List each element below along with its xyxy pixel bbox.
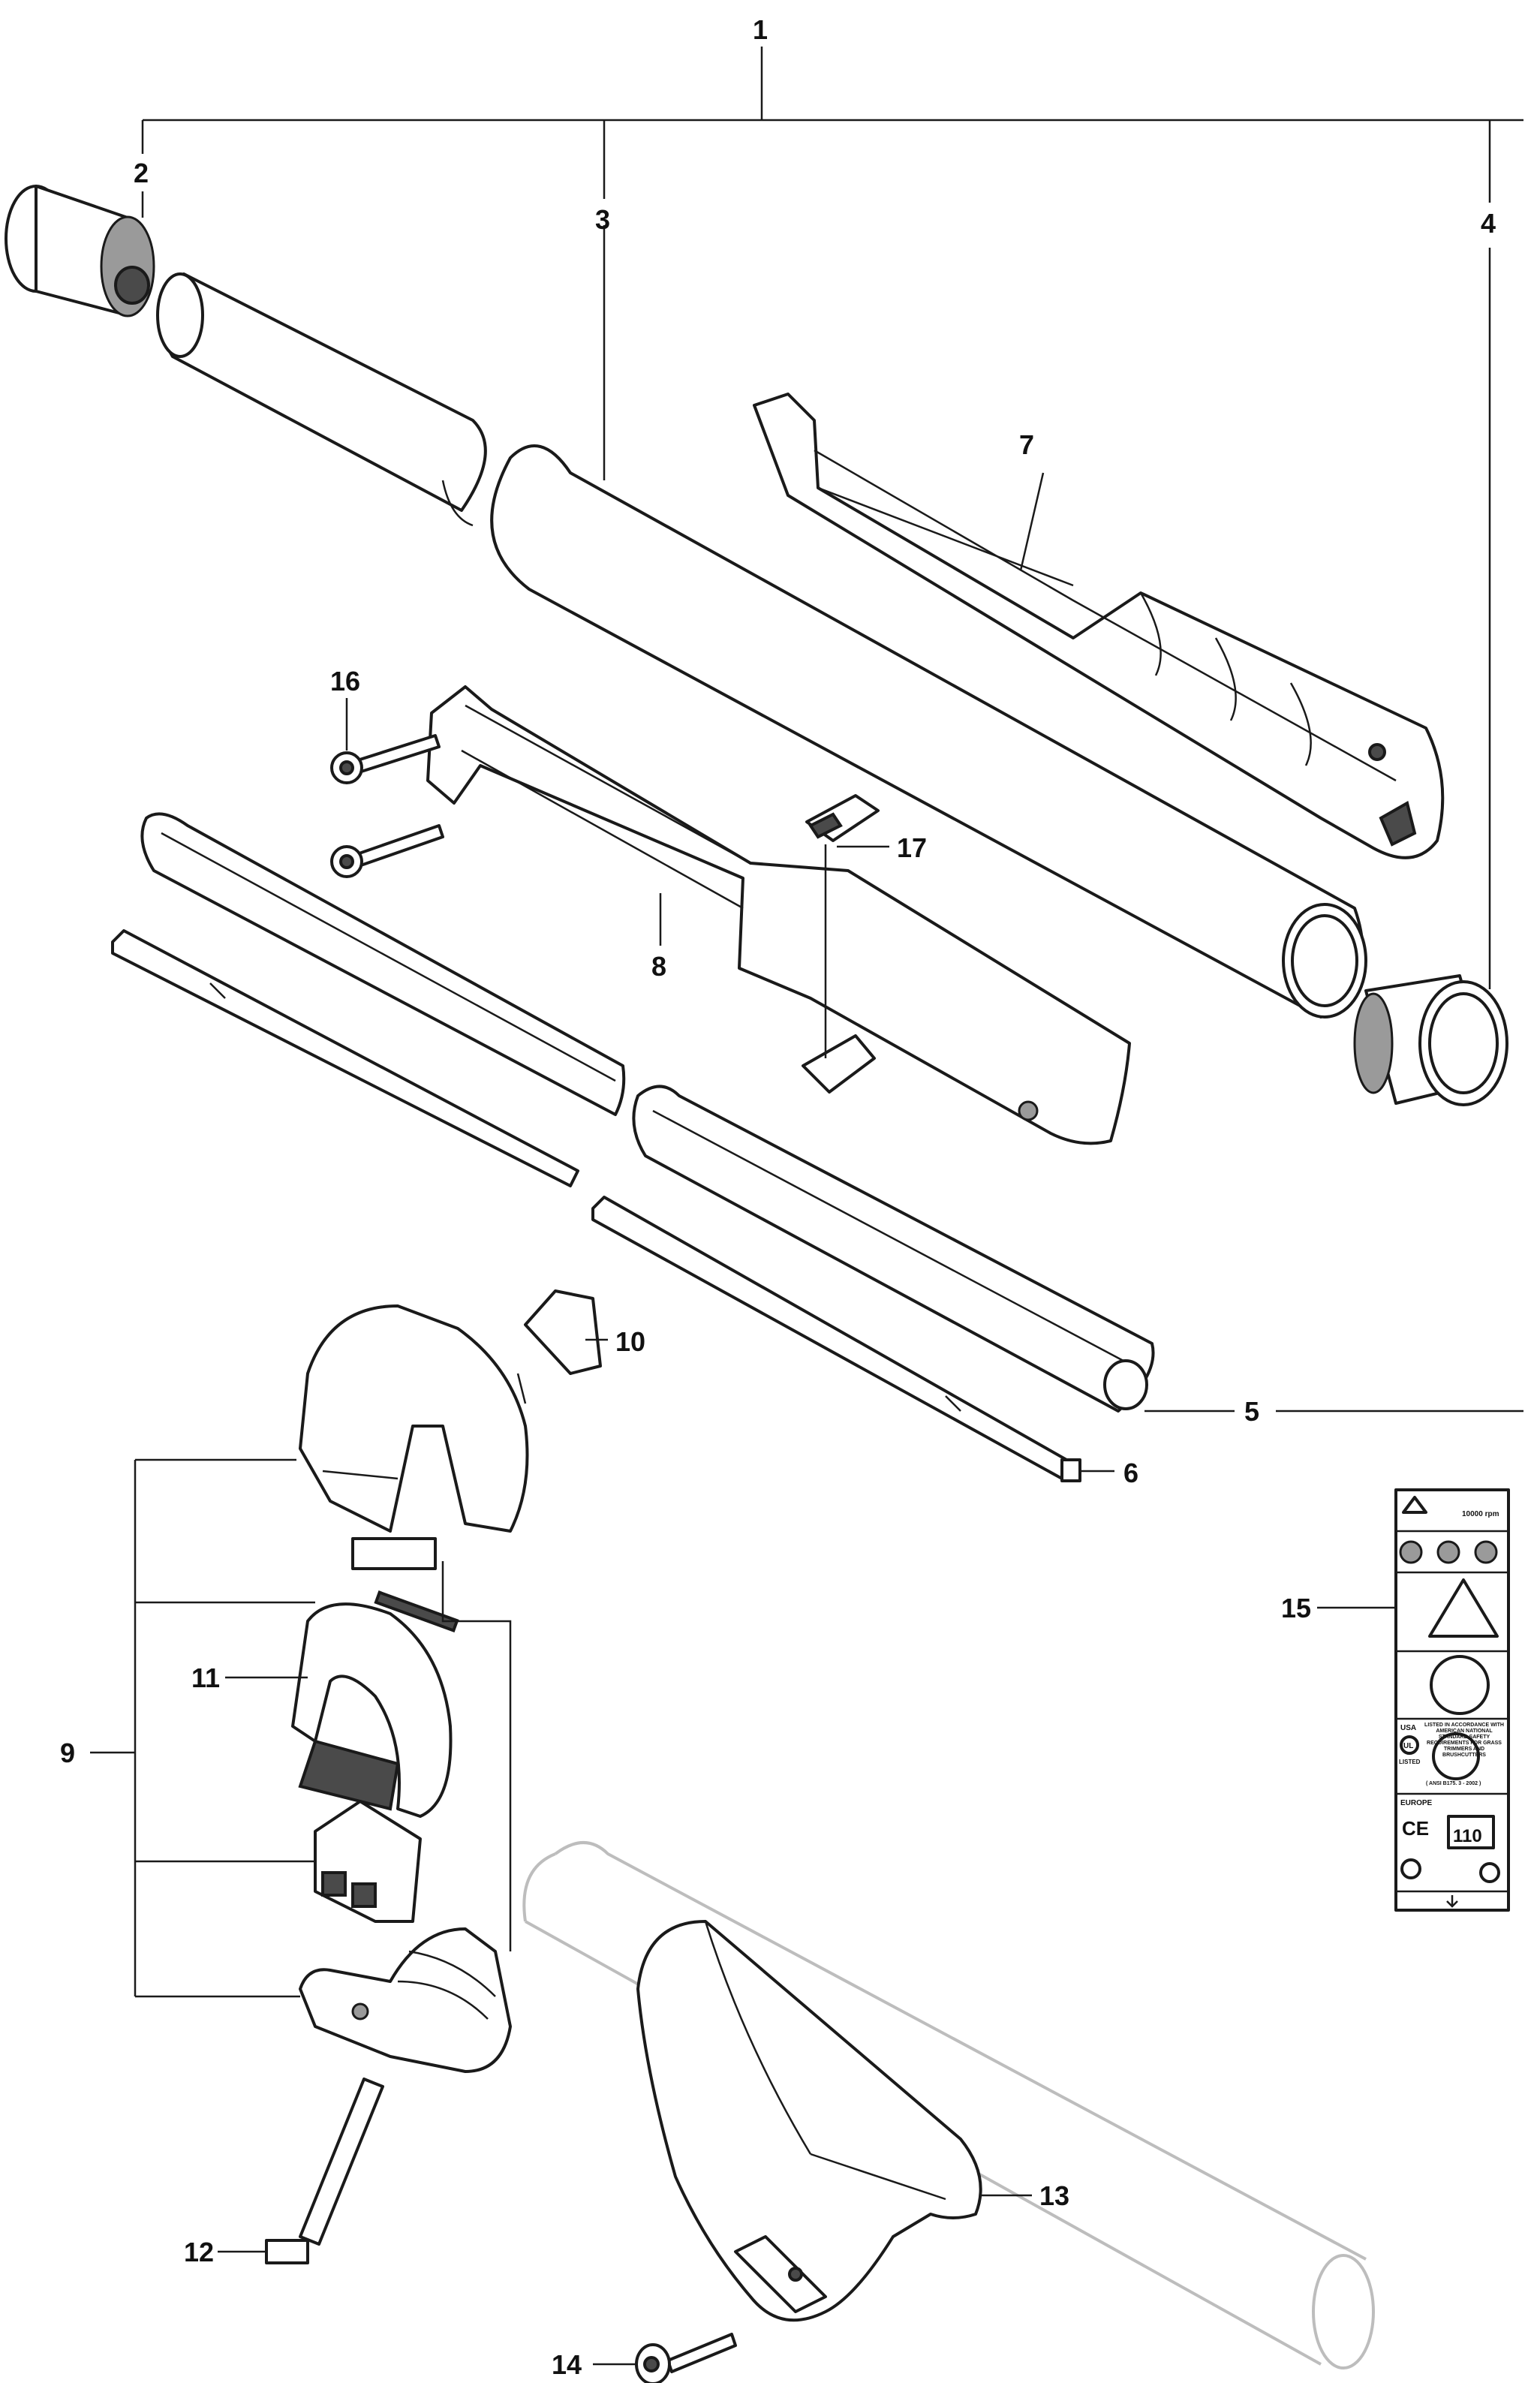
- decal-usa: USA: [1400, 1724, 1416, 1732]
- decal-europe: EUROPE: [1400, 1799, 1433, 1807]
- part-13-barrier: [636, 1920, 1032, 2322]
- callout-14: 14: [552, 2349, 582, 2380]
- callout-9: 9: [60, 1738, 75, 1768]
- decal-standard: ( ANSI B175. 3 - 2002 ): [1426, 1781, 1481, 1786]
- part-8-clamp-half-lower: [426, 685, 1131, 1145]
- callout-1: 1: [753, 14, 768, 45]
- callout-13: 13: [1039, 2180, 1069, 2211]
- decal-ce: CE: [1402, 1817, 1429, 1840]
- callout-11: 11: [191, 1662, 220, 1693]
- callout-6: 6: [1123, 1458, 1138, 1488]
- callout-labels: 1 2 3 4 5 6 7 8 9 10 11 12 13 14 15 16 1…: [60, 14, 1496, 2380]
- callout-10: 10: [615, 1326, 645, 1357]
- callout-16: 16: [330, 666, 360, 697]
- callout-15: 15: [1281, 1593, 1311, 1623]
- decal-ul: UL: [1403, 1742, 1413, 1750]
- ghost-shaft-tube: [522, 1841, 1375, 2369]
- callout-5: 5: [1244, 1396, 1259, 1427]
- part-15-decal: 10000 rpm USA UL LISTED LISTED IN ACCORD…: [1317, 1488, 1510, 1912]
- callout-7: 7: [1019, 429, 1034, 460]
- assembly-1-bracket: [141, 47, 1523, 203]
- part-16-screws: [330, 698, 444, 878]
- part-14-screw: [593, 2333, 737, 2383]
- part-2-end-cap: [5, 185, 155, 317]
- decal-listing-text: LISTED IN ACCORDANCE WITH AMERICAN NATIO…: [1424, 1723, 1504, 1758]
- callout-8: 8: [651, 951, 666, 982]
- part-9-lower-saddle: [299, 1927, 512, 2073]
- part-3-grip-tube-upper: [156, 272, 487, 527]
- callout-17: 17: [897, 832, 927, 863]
- part-7-clamp-half-upper: [753, 393, 1445, 859]
- part-9-clamp-block: [314, 1800, 422, 1923]
- callout-4: 4: [1481, 208, 1496, 239]
- part-10-knob: [516, 1289, 608, 1404]
- callout-2: 2: [134, 158, 149, 188]
- part-17-clip: [802, 794, 889, 1094]
- part-4-end-cap: [1353, 248, 1508, 1106]
- part-12-bolt: [218, 2078, 384, 2264]
- part-3-shaft-tube: [490, 225, 1367, 1018]
- part-5-shaft-tube-sections: [140, 812, 1523, 1413]
- callout-3: 3: [595, 204, 610, 235]
- part-6-square-drive-shaft: [111, 929, 1114, 1482]
- callout-12: 12: [184, 2237, 214, 2267]
- part-11-handle-loop: [225, 1602, 453, 1818]
- decal-rpm: 10000 rpm: [1462, 1510, 1499, 1518]
- decal-listed: LISTED: [1399, 1759, 1421, 1765]
- decal-sound-level: 110: [1453, 1826, 1482, 1846]
- part-9-handle-clamp-assembly: [90, 1304, 529, 1998]
